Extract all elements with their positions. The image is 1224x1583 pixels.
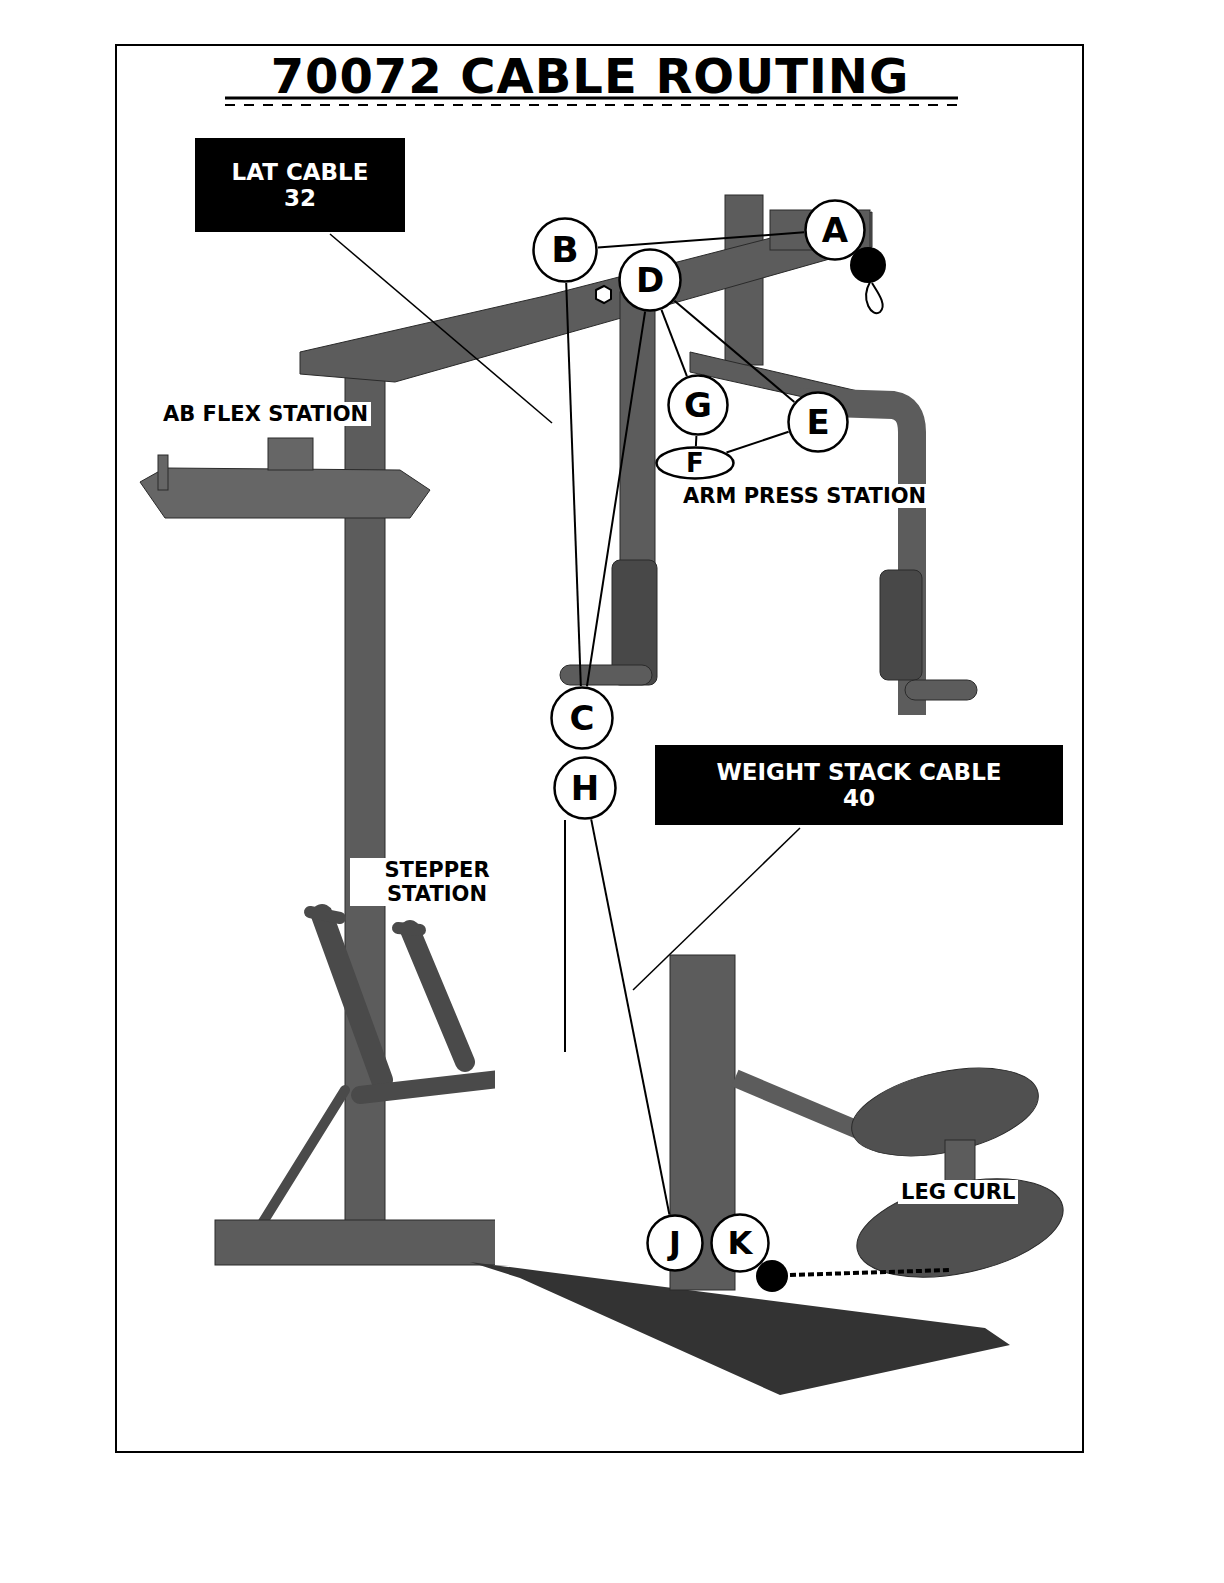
- cable-line: [695, 436, 698, 446]
- ab-flex-station: [140, 468, 430, 518]
- pulley-letter: K: [710, 1213, 770, 1273]
- pulley-letter: C: [550, 686, 614, 750]
- pulley-circle: [806, 201, 865, 260]
- ab-flex-station: [140, 438, 430, 518]
- pulley-circle: [534, 219, 597, 282]
- cable-callout-box: LAT CABLE 32: [195, 138, 405, 232]
- station-label: LEG CURL: [898, 1180, 1018, 1204]
- cable-hardware: [564, 820, 566, 1052]
- pulley-letter: H: [553, 756, 617, 820]
- pulley-letter-text: J: [669, 1227, 681, 1259]
- machine-frame: [880, 570, 922, 680]
- pulley-letter-text: B: [551, 232, 578, 268]
- pulley-letter: B: [532, 217, 598, 283]
- cable-hardware: [596, 286, 611, 303]
- machine-frame: [905, 680, 977, 700]
- machine-frame: [560, 665, 652, 685]
- pulley-letter-text: E: [806, 405, 829, 439]
- cable-line: [726, 432, 788, 453]
- base-plates: [470, 1262, 1010, 1395]
- frame-border: [116, 45, 1083, 1452]
- base-plates: [215, 1220, 515, 1265]
- pulley-letter-text: C: [570, 701, 595, 735]
- pulley-letter: A: [804, 199, 866, 261]
- cable-line: [566, 283, 581, 686]
- pulley-circle: [552, 688, 613, 749]
- pulley-letter: D: [618, 248, 682, 312]
- pulley-letter-text: D: [636, 263, 664, 297]
- cable-callout-box: WEIGHT STACK CABLE 40: [655, 745, 1063, 825]
- base-plates: [495, 1050, 640, 1275]
- stepper-station: [398, 928, 420, 930]
- leg-curl-station: [735, 1078, 870, 1135]
- pulley-letter-text: H: [571, 771, 599, 805]
- station-label: STEPPER STATION: [350, 858, 525, 906]
- cable-hardware: [866, 282, 882, 313]
- cable-hardware: [790, 1270, 950, 1275]
- callout-text: WEIGHT STACK CABLE 40: [704, 759, 1014, 812]
- pulley-letter: G: [667, 374, 729, 436]
- stepper-station: [258, 1090, 345, 1230]
- cable-line: [598, 232, 804, 247]
- frame-border: [116, 45, 1083, 1452]
- pulley-letter: E: [787, 391, 849, 453]
- leader-line: [330, 234, 552, 423]
- pulley-circle: [789, 393, 848, 452]
- station-label: AB FLEX STATION: [160, 402, 371, 426]
- cable-line: [661, 310, 686, 376]
- cable-hardware: [756, 1260, 788, 1292]
- pulley-letter-text: F: [686, 450, 704, 476]
- pulley-circle: [648, 1216, 703, 1271]
- leg-curl-station: [670, 955, 1072, 1294]
- stepper-station: [322, 915, 382, 1080]
- pulley-letter-text: K: [728, 1227, 753, 1259]
- pulley-circle: [657, 448, 734, 479]
- pulley-circle: [669, 376, 728, 435]
- pulley-letter: J: [646, 1214, 704, 1272]
- leader-line: [633, 828, 800, 990]
- station-label: ARM PRESS STATION: [680, 484, 929, 508]
- ab-flex-station: [268, 438, 313, 470]
- callout-text: LAT CABLE 32: [220, 159, 381, 212]
- title: 70072 CABLE ROUTING: [90, 48, 1090, 104]
- stepper-station: [410, 930, 465, 1062]
- pulley-circle: [712, 1215, 769, 1272]
- ab-flex-station: [158, 455, 168, 490]
- stepper-station: [310, 912, 340, 918]
- pulley-letter-text: G: [684, 388, 712, 422]
- cable-line: [591, 819, 669, 1214]
- pulley-circle: [555, 758, 616, 819]
- pulley-circle: [620, 250, 681, 311]
- pulley-letter-text: A: [822, 213, 848, 247]
- leader-line: [330, 234, 800, 990]
- cable-line: [587, 312, 645, 687]
- frame-border: [225, 104, 958, 106]
- pulley-letter: F: [655, 446, 735, 480]
